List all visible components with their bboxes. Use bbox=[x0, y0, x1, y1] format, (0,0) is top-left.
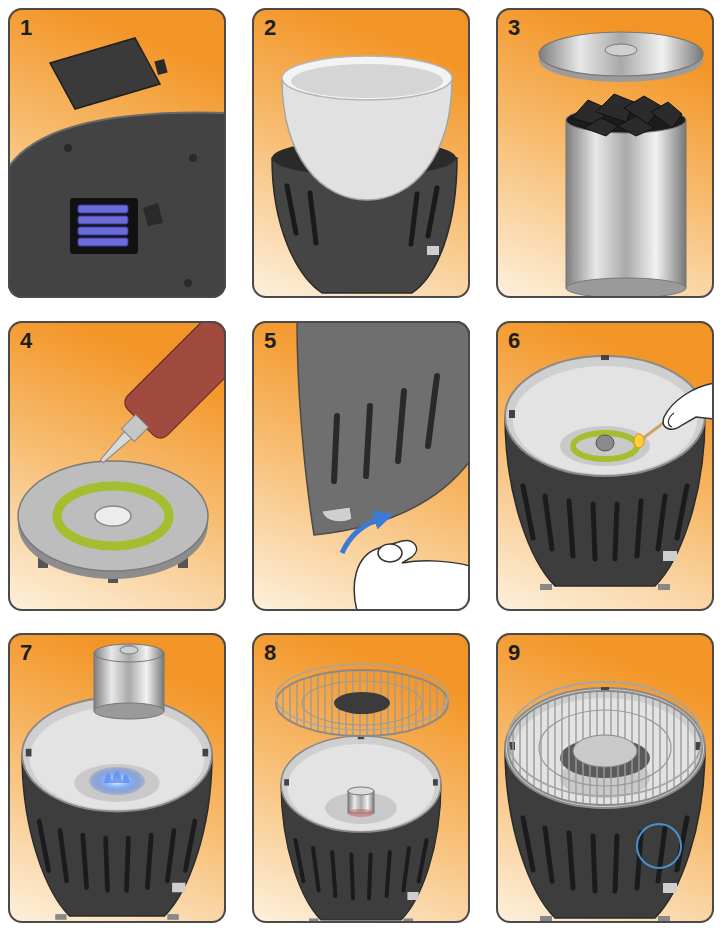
panel-ground bbox=[8, 8, 714, 923]
step-number: 5 bbox=[254, 323, 276, 353]
step-panel: 8 bbox=[252, 633, 470, 923]
step-panel: 2 bbox=[252, 8, 470, 298]
step-panel: 4 bbox=[8, 321, 226, 611]
bowl-illustration bbox=[272, 56, 457, 293]
step-number: 2 bbox=[254, 10, 276, 40]
lighting-illustration bbox=[505, 355, 714, 590]
step-number: 8 bbox=[254, 635, 276, 665]
grill-illustration bbox=[505, 682, 705, 922]
step-number: 6 bbox=[498, 323, 520, 353]
step-panel: 9 bbox=[496, 633, 714, 923]
step-number: 4 bbox=[10, 323, 32, 353]
step-panel: 5 bbox=[252, 321, 470, 611]
battery-illustration bbox=[8, 38, 226, 298]
step-number: 7 bbox=[10, 635, 32, 665]
step-panel: 3 bbox=[496, 8, 714, 298]
step-number: 1 bbox=[10, 10, 32, 40]
flame-illustration bbox=[22, 644, 212, 920]
charcoal-illustration bbox=[539, 32, 703, 298]
switch-illustration bbox=[297, 321, 470, 611]
grate-illustration bbox=[276, 664, 448, 923]
step-panel: 1 bbox=[8, 8, 226, 298]
step-panel: 7 bbox=[8, 633, 226, 923]
step-number: 3 bbox=[498, 10, 520, 40]
step-panel: 6 bbox=[496, 321, 714, 611]
gel-illustration bbox=[18, 321, 226, 583]
step-number: 9 bbox=[498, 635, 520, 665]
